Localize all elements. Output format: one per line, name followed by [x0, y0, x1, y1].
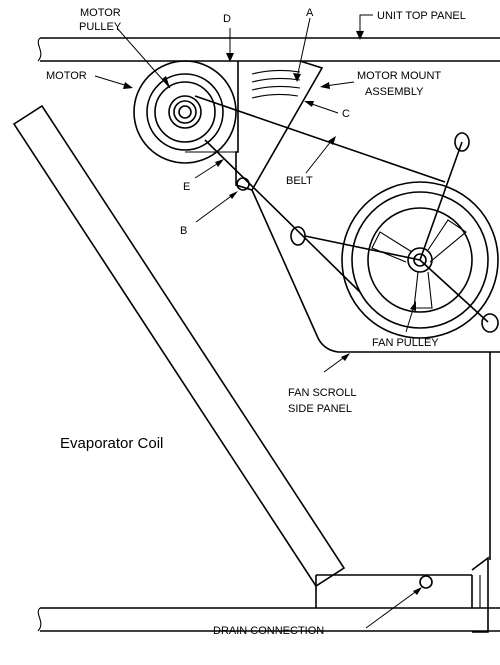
unit-top-panel-label: UNIT TOP PANEL: [377, 10, 466, 22]
label-d: D: [223, 13, 231, 25]
belt-label: BELT: [286, 175, 313, 187]
unit-top-panel: [37, 37, 500, 62]
drain-connection-label: DRAIN CONNECTION: [213, 625, 324, 637]
motor-pulley-label-line1: MOTOR: [80, 7, 121, 19]
evaporator-coil-label: Evaporator Coil: [60, 435, 163, 452]
motor-pulley: [146, 73, 224, 151]
motor-mount-assembly: [235, 60, 324, 191]
label-a: A: [306, 7, 314, 19]
motor-mount-label-line2: ASSEMBLY: [365, 86, 424, 98]
motor-mount-label-line1: MOTOR MOUNT: [357, 70, 441, 82]
motor-label: MOTOR: [46, 70, 87, 82]
motor-pulley-label-line2: PULLEY: [79, 21, 122, 33]
label-b: B: [180, 225, 187, 237]
fan-scroll-label-line2: SIDE PANEL: [288, 403, 352, 415]
labels: MOTOR PULLEY D A UNIT TOP PANEL MOTOR MO…: [46, 7, 466, 637]
drain-pan: [37, 556, 500, 633]
leader-lines: [94, 14, 422, 629]
label-e: E: [183, 181, 190, 193]
fan-pulley-label: FAN PULLEY: [372, 337, 439, 349]
evaporator-coil: [12, 104, 346, 588]
belt: [194, 95, 446, 293]
motor: [133, 60, 238, 164]
label-c: C: [342, 108, 350, 120]
fan-scroll-label-line1: FAN SCROLL: [288, 387, 356, 399]
fan-pulley: [341, 181, 499, 339]
fan-shaft: [290, 132, 499, 333]
fan-scroll-side-panel: [251, 189, 500, 560]
drain-connection: [419, 575, 433, 589]
